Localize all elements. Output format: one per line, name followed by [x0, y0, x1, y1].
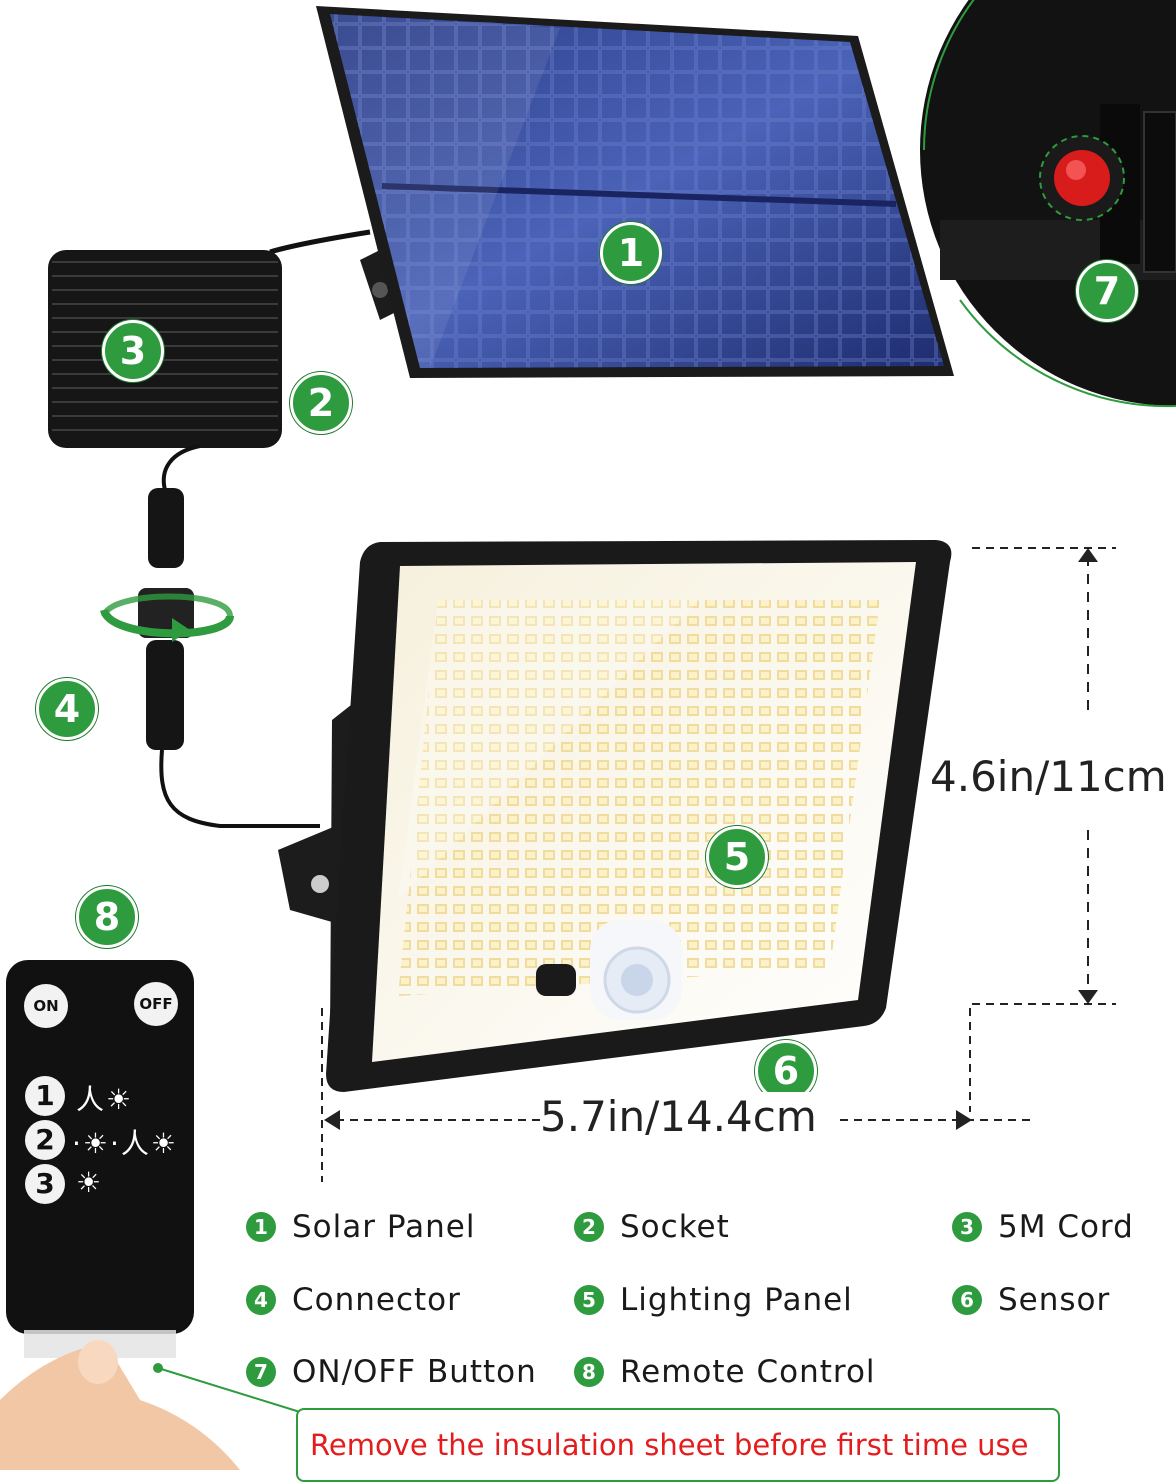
legend-item: 1 Solar Panel: [246, 1207, 475, 1247]
legend-item: 5 Lighting Panel: [574, 1280, 853, 1320]
callout-connector: 4: [36, 678, 98, 740]
callout-remote: 8: [76, 886, 138, 948]
callout-sensor: 6: [755, 1040, 817, 1102]
legend-item: 2 Socket: [574, 1207, 730, 1247]
notice-text: Remove the insulation sheet before first…: [310, 1428, 1029, 1462]
legend-label: 5M Cord: [998, 1209, 1134, 1245]
legend-label: Solar Panel: [292, 1209, 476, 1245]
legend-label: Socket: [620, 1209, 730, 1245]
legend-item: 4 Connector: [246, 1280, 461, 1320]
remote-on-button[interactable]: ON: [24, 984, 68, 1028]
remote-mode-1-icons: 人☀: [76, 1083, 134, 1116]
legend-label: Connector: [292, 1282, 461, 1318]
dimension-lines: [321, 547, 1116, 1182]
insulation-notice: Remove the insulation sheet before first…: [296, 1408, 1060, 1482]
legend-number: 4: [246, 1285, 276, 1315]
legend-number: 8: [574, 1357, 604, 1387]
callout-cord: 3: [102, 320, 164, 382]
legend-label: ON/OFF Button: [292, 1354, 537, 1390]
legend-number: 3: [952, 1212, 982, 1242]
onoff-button-zoom: [920, 0, 1176, 408]
width-dimension-label: 5.7in/14.4cm: [540, 1092, 817, 1141]
connector: [100, 488, 234, 750]
legend-number: 5: [574, 1285, 604, 1315]
remote-mode-2-button[interactable]: 2: [25, 1120, 65, 1160]
legend-number: 6: [952, 1285, 982, 1315]
legend-number: 1: [246, 1212, 276, 1242]
callout-onoff-button: 7: [1076, 260, 1138, 322]
remote-mode-2-icons: ·☀·人☀: [72, 1127, 179, 1160]
legend-label: Lighting Panel: [620, 1282, 853, 1318]
legend-number: 2: [574, 1212, 604, 1242]
legend-item: 6 Sensor: [952, 1280, 1110, 1320]
coiled-cord: [48, 250, 282, 448]
pir-sensor: [536, 920, 682, 1020]
legend-label: Sensor: [998, 1282, 1111, 1318]
lighting-panel: [278, 540, 952, 1092]
remote-control-body: [0, 960, 301, 1470]
solar-panel: [316, 6, 954, 378]
callout-lighting-panel: 5: [706, 826, 768, 888]
callout-socket: 2: [290, 372, 352, 434]
height-dimension-label: 4.6in/11cm: [930, 752, 1176, 801]
legend-item: 7 ON/OFF Button: [246, 1352, 537, 1392]
legend-label: Remote Control: [620, 1354, 876, 1390]
remote-mode-3-button[interactable]: 3: [25, 1164, 65, 1204]
remote-mode-1-button[interactable]: 1: [25, 1076, 65, 1116]
remote-mode-3-icons: ☀: [76, 1166, 104, 1199]
remote-off-button[interactable]: OFF: [134, 982, 178, 1026]
legend-item: 8 Remote Control: [574, 1352, 876, 1392]
legend-number: 7: [246, 1357, 276, 1387]
legend-item: 3 5M Cord: [952, 1207, 1134, 1247]
callout-solar-panel: 1: [600, 222, 662, 284]
